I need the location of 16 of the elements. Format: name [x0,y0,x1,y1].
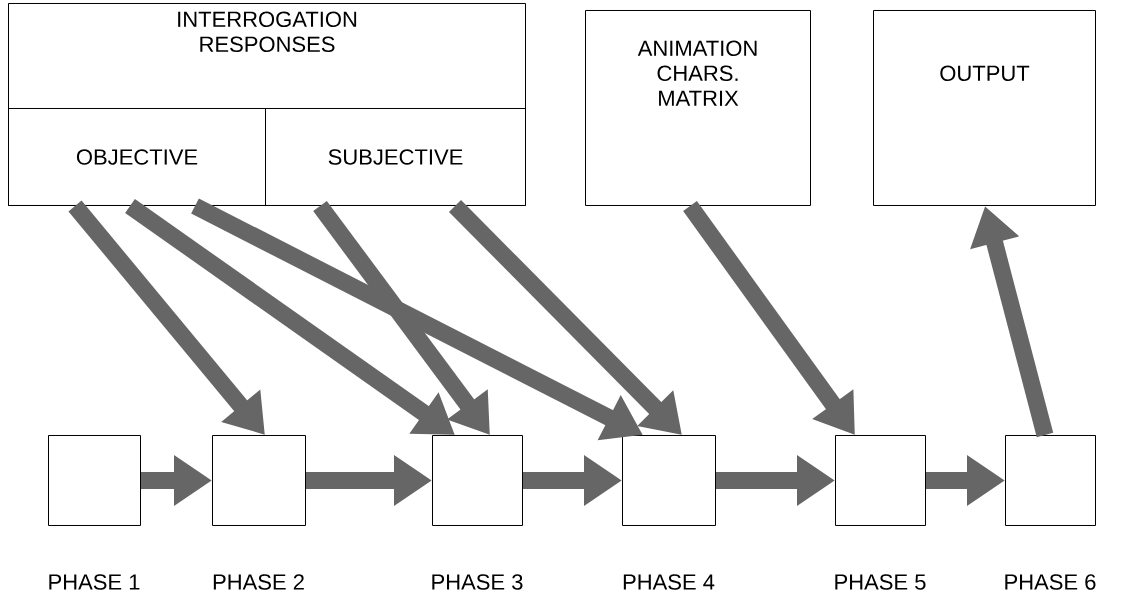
phase-box [1005,435,1096,526]
phase-label: PHASE 4 [623,574,715,590]
phase-box [48,435,141,526]
phase-box [212,435,306,526]
phase-label: PHASE 1 [49,574,140,590]
phase-box [432,435,523,526]
category-box: OBJECTIVE [8,108,266,206]
category-box: SUBJECTIVE [265,108,526,206]
output-box: OUTPUT [873,10,1096,206]
phase-label: PHASE 3 [432,574,523,590]
process-box: ANIMATION CHARS. MATRIX [585,10,811,206]
phase-label: PHASE 5 [835,574,926,590]
phase-box [622,435,716,526]
phase-label: PHASE 6 [1005,574,1096,590]
phase-label: PHASE 2 [213,574,304,590]
phase-box [835,435,926,526]
